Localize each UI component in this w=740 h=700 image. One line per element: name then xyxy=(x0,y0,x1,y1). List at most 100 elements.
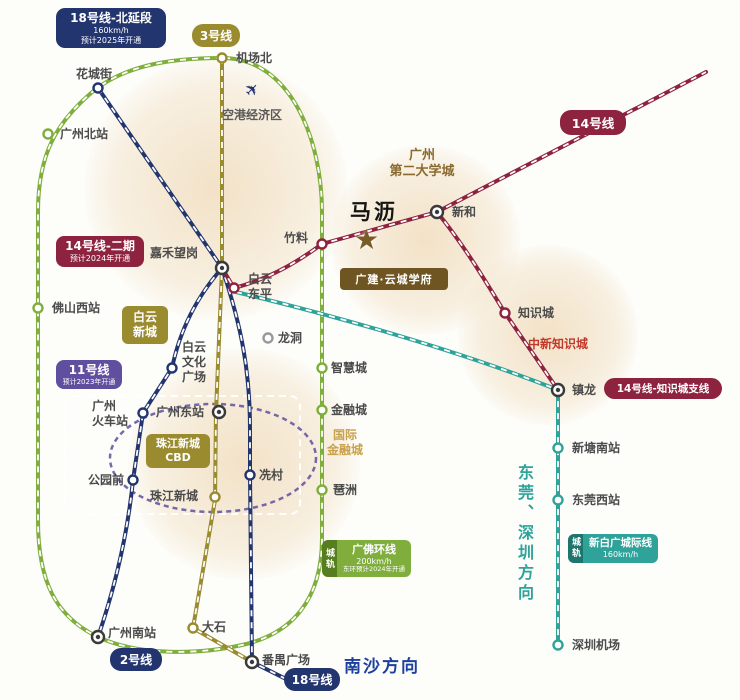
station-badge-zhujiangcbd: 珠江新城 CBD xyxy=(146,434,210,468)
line-2-badge: 2号线 xyxy=(110,648,162,671)
station-label-jiahewanggang: 嘉禾望岗 xyxy=(150,246,199,260)
station-label-dashi: 大石 xyxy=(202,620,227,634)
station-dot-baiyundongping xyxy=(228,282,240,294)
station-dot-dongguanxi xyxy=(552,494,564,506)
line-3-path xyxy=(191,56,254,664)
line-3-badge: 3号线 xyxy=(192,24,240,47)
property-badge: 广建·云城学府 xyxy=(340,268,448,290)
line-14-phase2-badge: 14号线-二期 预计2024年开通 xyxy=(56,236,144,267)
label-line: 东平 xyxy=(248,287,273,301)
label-guojijinrongcheng: 国际 金融城 xyxy=(322,428,368,458)
station-label-baiyundongping: 白云 东平 xyxy=(248,272,272,302)
station-dot-core xyxy=(95,634,101,640)
badge-tab: 城轨 xyxy=(568,534,583,563)
station-label-guangzhounan: 广州南站 xyxy=(108,626,157,640)
station-label-pazhou: 琶洲 xyxy=(333,483,358,497)
station-dot-xintangnan xyxy=(552,442,564,454)
station-badge-baiyunxincheng: 白云 新城 xyxy=(122,306,168,344)
station-dot-dashi xyxy=(187,622,199,634)
station-dot-longdong xyxy=(262,332,274,344)
line-intercity-xbg-path xyxy=(234,290,560,647)
badge-title: 14号线-二期 xyxy=(65,239,135,253)
line-14-knowledge-city-branch-path xyxy=(435,210,560,392)
line-14-badge: 14号线 xyxy=(560,110,626,135)
badge-tab: 城轨 xyxy=(322,540,337,578)
station-dot-baiyunwenhua xyxy=(166,362,178,374)
station-dot-jichangbei xyxy=(216,52,228,64)
station-dot-zhujiangxincheng xyxy=(209,491,221,503)
station-dot-huachengjie xyxy=(92,82,104,94)
station-dots xyxy=(32,52,564,651)
label-line: 白云 xyxy=(132,310,157,324)
line-18-badge: 18号线 xyxy=(284,668,340,691)
badge-sub: 160km/h xyxy=(93,26,129,35)
badge-sub: 预计2024年开通 xyxy=(69,254,131,263)
badge-sub: 200km/h xyxy=(356,556,392,566)
station-label-konggang: 空港经济区 xyxy=(222,108,283,122)
xinbaiguang-intercity-badge: 城轨 新白广城际线 160km/h xyxy=(568,534,658,563)
station-label-guangzhoubei: 广州北站 xyxy=(60,127,109,141)
station-label-xiancun: 冼村 xyxy=(259,468,284,482)
station-label-huachengjie: 花城街 xyxy=(76,67,113,81)
station-label-shenzhenjichang: 深圳机场 xyxy=(572,638,621,652)
station-dot-guangzhoubei xyxy=(42,128,54,140)
line-guangfo-ring-path xyxy=(36,56,324,654)
label-line: 金融城 xyxy=(326,443,363,457)
station-label-guangzhouhuoche: 广州 火车站 xyxy=(92,399,128,429)
badge-title: 18号线-北延段 xyxy=(70,11,152,25)
station-label-zhujiangxincheng: 珠江新城 xyxy=(150,489,199,503)
label-line: 火车站 xyxy=(92,414,129,428)
label-line: 新城 xyxy=(132,325,157,339)
badge-title: 新白广城际线 xyxy=(589,537,652,549)
station-label-daxuecheng: 广州 第二大学城 xyxy=(378,148,466,181)
label-line: CBD xyxy=(165,450,191,464)
station-dot-zhihuicheng xyxy=(316,362,328,374)
station-dot-core xyxy=(249,659,255,665)
station-label-gongyuanqian: 公园前 xyxy=(88,473,125,487)
station-label-guangzhoudong: 广州东站 xyxy=(156,405,205,419)
label-line: 文化 xyxy=(182,355,207,369)
station-label-zhihuicheng: 智慧城 xyxy=(331,361,368,375)
station-label-baiyunwenhua: 白云 文化 广场 xyxy=(182,340,206,385)
label-line: 广州 xyxy=(408,148,435,163)
station-dot-core xyxy=(434,209,440,215)
station-label-jichangbei: 机场北 xyxy=(236,51,273,65)
line-11-badge: 11号线 预计2023年开通 xyxy=(56,360,122,390)
station-dot-zhuliao xyxy=(316,238,328,250)
station-label-zhuliao: 竹料 xyxy=(284,231,309,245)
label-line: 广州 xyxy=(92,399,117,413)
badge-sub: 东环预计2024年开通 xyxy=(343,565,406,574)
label-line: 珠江新城 xyxy=(156,437,200,450)
label-line: 白云 xyxy=(248,272,273,286)
label-dongguan-shenzhen-direction: 东莞、深圳方向 xyxy=(515,464,534,604)
station-label-zhenlong: 镇龙 xyxy=(572,383,597,397)
line-18-path xyxy=(96,86,306,690)
label-zhongxinzhishicheng: 中新知识城 xyxy=(528,337,589,351)
station-dot-core xyxy=(555,387,561,393)
badge-title: 广佛环线 xyxy=(352,543,397,556)
station-dot-core xyxy=(216,409,222,415)
station-dot-shenzhenjichang xyxy=(552,639,564,651)
line-18-north-badge: 18号线-北延段 160km/h 预计2025年开通 xyxy=(56,8,166,49)
station-label-xintangnan: 新塘南站 xyxy=(572,441,621,455)
badge-sub: 160km/h xyxy=(602,550,639,560)
station-dot-pazhou xyxy=(316,484,328,496)
station-dot-jinrongcheng xyxy=(316,404,328,416)
station-label-xinhe: 新和 xyxy=(452,205,477,219)
station-label-zhishicheng: 知识城 xyxy=(518,306,555,320)
guangfo-ring-badge: 城轨 广佛环线 200km/h 东环预计2024年开通 xyxy=(322,540,412,578)
interchange-dots xyxy=(90,204,566,670)
station-label-foshanxi: 佛山西站 xyxy=(52,301,101,315)
cbd-dashed-box xyxy=(64,395,301,515)
label-line: 第二大学城 xyxy=(389,164,455,180)
badge-title: 11号线 xyxy=(68,363,110,377)
label-nansha-direction: 南沙方向 xyxy=(344,657,420,677)
station-label-dongguanxi: 东莞西站 xyxy=(572,493,621,507)
label-line: 广场 xyxy=(182,370,207,384)
star-marker-icon: ★ xyxy=(354,223,380,256)
station-dot-foshanxi xyxy=(32,302,44,314)
station-label-longdong: 龙洞 xyxy=(278,331,303,345)
station-label-jinrongcheng: 金融城 xyxy=(331,403,368,417)
